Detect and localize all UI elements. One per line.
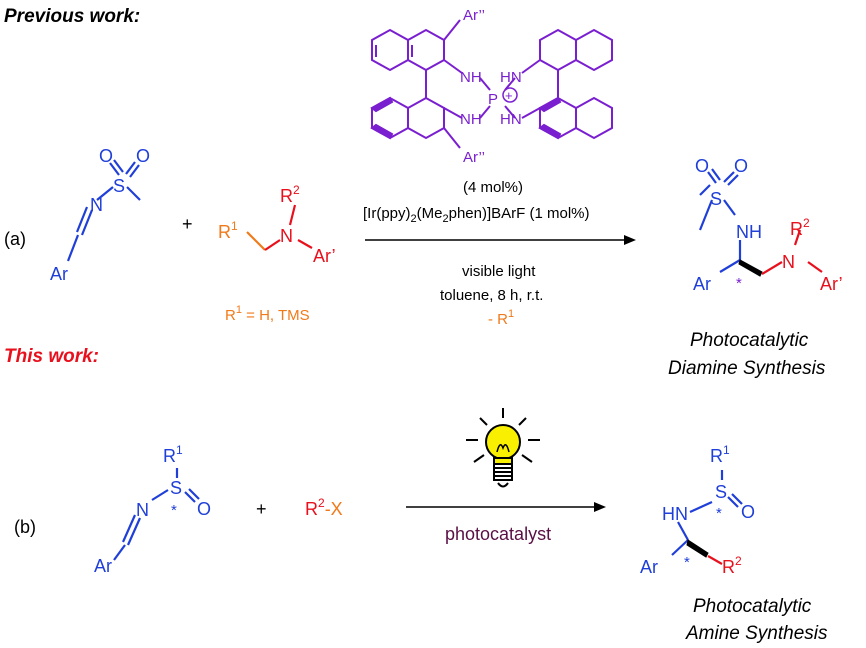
product-a-Ar2: Ar’: [820, 274, 843, 294]
catalyst-Ar-bottom: Ar’’: [463, 149, 485, 166]
catalyst-NH1: NH: [460, 69, 482, 86]
product-a-R2: R2: [790, 216, 810, 239]
product-b-HN: HN: [662, 504, 688, 524]
caption-b-line2: Amine Synthesis: [685, 623, 828, 644]
imine-a-O2: O: [136, 146, 150, 166]
condition-light: visible light: [462, 263, 536, 280]
product-b-Ar: Ar: [640, 557, 658, 577]
product-b-R1: R1: [710, 443, 730, 466]
this-work-header: This work:: [4, 346, 99, 367]
product-b-R2: R2: [722, 554, 742, 577]
product-a-O1: O: [695, 156, 709, 176]
caption-a-line1: Photocatalytic: [690, 330, 809, 351]
product-a-N: N: [782, 252, 795, 272]
previous-work-header: Previous work:: [4, 6, 140, 27]
diamine-product: [698, 168, 823, 277]
catalyst-P: P: [488, 91, 498, 108]
caption-b-line1: Photocatalytic: [693, 596, 812, 617]
imine-a-O1: O: [99, 146, 113, 166]
plus-a: +: [182, 214, 193, 234]
iridium-photocatalyst: [Ir(ppy)2(Me2phen)]BArF (1 mol%): [363, 205, 589, 225]
imine-b-R1: R1: [163, 443, 183, 466]
catalyst-HN2: HN: [500, 111, 522, 128]
product-a-Ar: Ar: [693, 274, 711, 294]
product-a-O2: O: [734, 156, 748, 176]
condition-photocatalyst: photocatalyst: [445, 524, 551, 544]
label-a: (a): [4, 229, 26, 249]
product-a-NH: NH: [736, 222, 762, 242]
sulfinyl-imine-b: [113, 468, 200, 561]
catalyst-HN1: HN: [500, 69, 522, 86]
amine-N: N: [280, 226, 293, 246]
catalyst-NH2: NH: [460, 111, 482, 128]
plus-b: +: [256, 499, 267, 519]
product-b-stereocenter-C: *: [684, 554, 690, 571]
condition-loss-R1: - R1: [488, 308, 514, 328]
alkyl-halide: R2-X: [305, 496, 343, 519]
product-b-S: S: [715, 482, 727, 502]
imine-a-S: S: [113, 176, 125, 196]
r1-definition: R1 = H, TMS: [225, 304, 310, 324]
imine-b-S: S: [170, 478, 182, 498]
phosphonium-charge-plus: +: [505, 88, 513, 103]
amine-product: [671, 470, 743, 565]
caption-a-line2: Diamine Synthesis: [668, 358, 826, 379]
imine-b-Ar: Ar: [94, 556, 112, 576]
tertiary-amine: [246, 204, 313, 251]
sulfonyl-imine-a: [66, 159, 141, 262]
imine-b-stereocenter: *: [171, 502, 177, 519]
product-a-S: S: [710, 189, 722, 209]
imine-a-Ar: Ar: [50, 264, 68, 284]
product-b-O: O: [741, 502, 755, 522]
amine-Ar: Ar’: [313, 246, 336, 266]
imine-b-O: O: [197, 499, 211, 519]
phosphonium-charge-circle: [502, 87, 518, 103]
reaction-arrow-b-head: [594, 502, 606, 512]
imine-b-N: N: [136, 500, 149, 520]
condition-solvent: toluene, 8 h, r.t.: [440, 287, 543, 304]
catalyst-loading: (4 mol%): [463, 179, 523, 196]
amine-R2: R2: [280, 183, 300, 206]
light-bulb-icon: [466, 408, 540, 488]
label-b: (b): [14, 517, 36, 537]
reaction-arrow-a-head: [624, 235, 636, 245]
amine-R1: R1: [218, 219, 238, 242]
catalyst-Ar-top: Ar’’: [463, 7, 485, 24]
chiral-phosphonium-catalyst: [370, 19, 613, 149]
product-b-stereocenter-S: *: [716, 505, 722, 522]
product-a-stereocenter: *: [736, 275, 742, 292]
imine-a-N: N: [90, 195, 103, 215]
